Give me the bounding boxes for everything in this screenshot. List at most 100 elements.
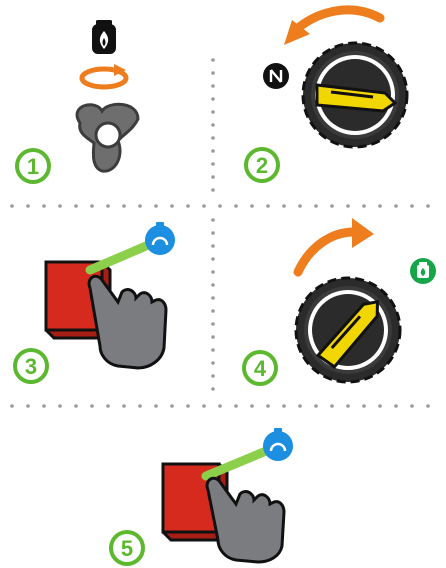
divider-dot [186, 204, 190, 208]
divider-dot [10, 404, 14, 408]
divider-dot [154, 404, 158, 408]
divider-dot [90, 204, 94, 208]
pointing-hand-icon [89, 276, 166, 368]
step-4-panel: 4 [244, 218, 436, 384]
divider-dot [138, 404, 142, 408]
control-knob-icon [303, 43, 407, 147]
divider-dot [298, 204, 302, 208]
divider-dot [211, 218, 215, 222]
divider-dot [234, 404, 238, 408]
divider-dot [346, 404, 350, 408]
control-knob-icon [296, 278, 400, 382]
divider-dot [58, 404, 62, 408]
divider-dot [10, 204, 14, 208]
divider-dot [218, 204, 222, 208]
divider-dot [330, 204, 334, 208]
divider-dot [106, 404, 110, 408]
step-5-badge: 5 [111, 532, 143, 564]
divider-dot [74, 404, 78, 408]
divider-dot [211, 188, 215, 192]
divider-dot [211, 84, 215, 88]
divider-dot [410, 204, 414, 208]
divider-dot [266, 404, 270, 408]
divider-dot [362, 404, 366, 408]
divider-dot [122, 404, 126, 408]
divider-dot [378, 204, 382, 208]
step-1-panel: 1 [17, 20, 138, 182]
divider-dot [170, 404, 174, 408]
divider-dot [26, 404, 30, 408]
divider-dot [170, 204, 174, 208]
divider-dot [211, 296, 215, 300]
divider-dot [74, 204, 78, 208]
step-3-number: 3 [25, 354, 37, 379]
divider-dot [282, 204, 286, 208]
step-1-badge: 1 [17, 150, 49, 182]
divider-dot [250, 404, 254, 408]
divider-dot [314, 404, 318, 408]
divider-dot [42, 204, 46, 208]
divider-dot [58, 204, 62, 208]
divider-dot [250, 204, 254, 208]
divider-dot [211, 136, 215, 140]
divider-dot [202, 204, 206, 208]
divider-dot [211, 97, 215, 101]
divider-dot [211, 257, 215, 261]
step-3-panel: 3 [15, 222, 175, 382]
step-2-panel: 2 [246, 10, 407, 181]
divider-dot [330, 404, 334, 408]
divider-dot [138, 204, 142, 208]
divider-dot [106, 204, 110, 208]
divider-dot [394, 404, 398, 408]
ignite-icon [90, 222, 175, 270]
divider-dot [394, 204, 398, 208]
divider-dot [211, 71, 215, 75]
divider-dot [186, 404, 190, 408]
divider-dot [211, 309, 215, 313]
divider-dot [211, 110, 215, 114]
divider-dot [378, 404, 382, 408]
step-2-badge: 2 [246, 149, 278, 181]
step-1-number: 1 [27, 154, 39, 179]
divider-dot [211, 387, 215, 391]
divider-dot [42, 404, 46, 408]
flame-on-icon [410, 258, 436, 284]
horizontal-divider-top [10, 204, 430, 208]
step-5-panel: 5 [111, 428, 293, 564]
off-symbol-icon [263, 63, 289, 89]
pointing-hand-icon [207, 478, 284, 562]
divider-dot [211, 58, 215, 62]
step-5-number: 5 [121, 536, 133, 561]
vertical-divider-middle [211, 218, 215, 391]
vertical-divider-top [211, 58, 215, 192]
divider-dot [211, 244, 215, 248]
gas-canister-icon [92, 20, 116, 54]
divider-dot [202, 404, 206, 408]
divider-dot [426, 404, 430, 408]
divider-dot [90, 404, 94, 408]
divider-dot [346, 204, 350, 208]
rotate-clockwise-arrow-icon [298, 218, 374, 272]
step-2-number: 2 [256, 153, 268, 178]
divider-dot [211, 374, 215, 378]
divider-dot [211, 270, 215, 274]
divider-dot [211, 149, 215, 153]
divider-dot [362, 204, 366, 208]
divider-dot [426, 204, 430, 208]
divider-dot [314, 204, 318, 208]
horizontal-divider-bottom [10, 404, 430, 408]
divider-dot [211, 361, 215, 365]
divider-dot [211, 123, 215, 127]
divider-dot [298, 404, 302, 408]
divider-dot [282, 404, 286, 408]
divider-dot [218, 404, 222, 408]
divider-dot [211, 175, 215, 179]
divider-dot [211, 348, 215, 352]
rotate-counterclockwise-arrow-icon [284, 10, 380, 45]
divider-dot [234, 204, 238, 208]
divider-dot [410, 404, 414, 408]
divider-dot [211, 231, 215, 235]
step-3-badge: 3 [15, 350, 47, 382]
divider-dot [211, 322, 215, 326]
